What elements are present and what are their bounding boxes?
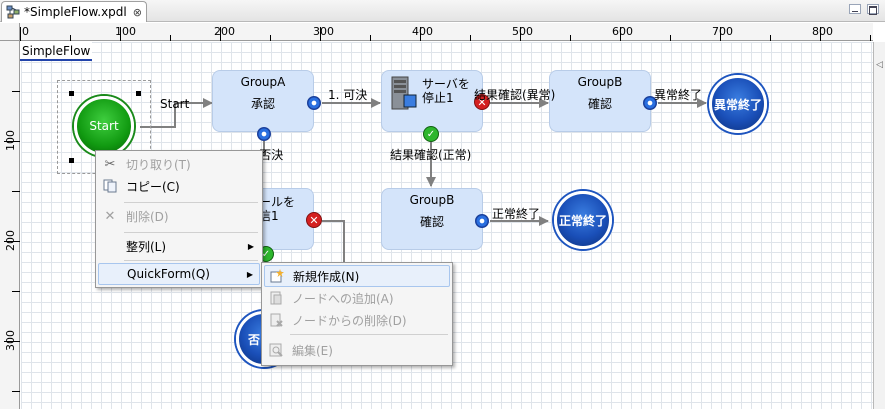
copy-icon — [102, 178, 118, 194]
menu-separator — [124, 260, 258, 261]
node-subtitle: 承認 — [250, 97, 275, 111]
context-menu: ✂ 切り取り(T) コピー(C) ✕ 削除(D) 整列(L) ▶ QuickFo… — [95, 150, 263, 288]
output-port-icon[interactable] — [307, 96, 321, 110]
menu-item-label: 新規作成(N) — [293, 269, 360, 284]
ruler-left-ticks — [4, 91, 20, 392]
delete-icon: ✕ — [104, 208, 116, 224]
submenu-item-new[interactable]: 新規作成(N) — [264, 265, 450, 287]
menu-item-quickform[interactable]: QuickForm(Q) ▶ — [98, 263, 260, 285]
end-node-label: 異常終了 — [713, 97, 762, 112]
palette-collapse-strip[interactable]: ◁ — [873, 42, 885, 409]
node-title: GroupB — [409, 193, 455, 207]
submenu-item-add-to-node[interactable]: ノードへの追加(A) — [264, 287, 450, 309]
flow-name-label[interactable]: SimpleFlow — [20, 42, 93, 61]
end-node-label: 正常終了 — [558, 213, 607, 228]
node-title: GroupB — [577, 75, 623, 89]
end-node-label: 否 — [247, 332, 260, 347]
add-form-icon — [268, 290, 284, 306]
menu-item-label: ノードからの削除(D) — [292, 313, 407, 328]
output-port-icon[interactable] — [257, 127, 271, 141]
new-form-icon — [269, 268, 285, 284]
output-port-icon[interactable] — [475, 214, 489, 228]
quickform-submenu: 新規作成(N) ノードへの追加(A) ノードからの削除(D) 編集(E) — [261, 262, 453, 366]
resize-handle[interactable] — [136, 91, 141, 96]
editor-tab-label: *SimpleFlow.xpdl — [24, 5, 127, 19]
edge-label: Start — [160, 97, 190, 111]
ruler-corner — [0, 23, 20, 41]
close-icon[interactable]: ⊗ — [132, 5, 142, 19]
menu-item-label: ノードへの追加(A) — [292, 291, 394, 306]
output-port-icon[interactable] — [643, 96, 657, 110]
node-title: サーバを 停止1 — [422, 77, 470, 105]
ruler-left-label: 300 — [4, 330, 17, 351]
edit-form-icon — [268, 342, 284, 358]
resize-handle[interactable] — [69, 91, 74, 96]
node-subtitle: 確認 — [419, 215, 444, 229]
ruler-top-label: 300 — [313, 25, 334, 38]
editor-tab-bar: *SimpleFlow.xpdl ⊗ — [0, 0, 885, 22]
abnormal-end-node[interactable]: 異常終了 — [709, 75, 767, 133]
workflow-file-icon — [6, 5, 20, 19]
submenu-arrow-icon: ▶ — [246, 269, 253, 279]
ruler-left-label: 200 — [4, 230, 17, 251]
menu-separator — [124, 202, 258, 203]
group-b-node-top[interactable]: GroupB 確認 — [549, 70, 651, 132]
start-node-label: Start — [89, 119, 119, 133]
submenu-item-remove-from-node[interactable]: ノードからの削除(D) — [264, 309, 450, 331]
ruler-top-label: 600 — [612, 25, 633, 38]
start-node[interactable]: Start — [74, 96, 134, 156]
success-port-icon[interactable]: ✓ — [423, 126, 439, 142]
ruler-top-label: 700 — [712, 25, 733, 38]
ruler-left-label: 100 — [4, 130, 17, 151]
menu-item-delete[interactable]: ✕ 削除(D) — [98, 205, 260, 227]
edge-label: 1. 可決 — [328, 88, 368, 102]
ruler-top-label: 200 — [214, 25, 235, 38]
server-icon — [391, 76, 417, 110]
submenu-arrow-icon: ▶ — [247, 241, 254, 251]
window-controls — [849, 4, 879, 14]
resize-handle[interactable] — [69, 158, 74, 163]
menu-item-align[interactable]: 整列(L) ▶ — [98, 235, 260, 257]
remove-form-icon — [268, 312, 284, 328]
node-title: ールを 信1 — [259, 195, 296, 223]
ruler-left: 100 200 300 — [0, 41, 20, 409]
node-title: GroupA — [240, 75, 286, 89]
menu-item-label: 整列(L) — [126, 239, 167, 254]
ruler-top-label: 100 — [115, 25, 136, 38]
ruler-top: 0 100 200 300 400 500 600 700 800 — [20, 23, 873, 41]
error-port-icon[interactable]: ✕ — [474, 94, 490, 110]
chevron-left-icon[interactable]: ◁ — [876, 60, 883, 70]
menu-item-label: QuickForm(Q) — [127, 267, 210, 281]
ruler-top-label: 800 — [812, 25, 833, 38]
node-subtitle: 確認 — [587, 97, 612, 111]
ruler-top-label: 500 — [512, 25, 533, 38]
group-b-node-bottom[interactable]: GroupB 確認 — [381, 188, 483, 250]
minimize-button[interactable] — [849, 4, 861, 14]
editor-tab[interactable]: *SimpleFlow.xpdl ⊗ — [1, 1, 147, 22]
edge-label: 正常終了 — [492, 207, 541, 221]
normal-end-node[interactable]: 正常終了 — [554, 191, 612, 249]
menu-item-copy[interactable]: コピー(C) — [98, 175, 260, 197]
align-icon — [102, 238, 118, 254]
menu-item-label: 削除(D) — [126, 209, 169, 224]
edge-label: 異常終了 — [654, 88, 703, 102]
error-port-icon[interactable]: ✕ — [306, 212, 322, 228]
maximize-button[interactable] — [867, 4, 879, 14]
submenu-item-edit[interactable]: 編集(E) — [264, 339, 450, 361]
ruler-top-ticks — [20, 27, 871, 41]
ruler-top-label: 400 — [412, 25, 433, 38]
menu-item-label: コピー(C) — [126, 179, 180, 194]
server-stop-node[interactable]: サーバを 停止1 — [381, 70, 483, 132]
edge-label: 結果確認(異常) — [474, 88, 556, 102]
ruler-top-label: 0 — [22, 25, 29, 38]
group-a-node[interactable]: GroupA 承認 — [212, 70, 314, 132]
menu-separator — [124, 232, 258, 233]
menu-item-cut[interactable]: ✂ 切り取り(T) — [98, 153, 260, 175]
menu-item-label: 切り取り(T) — [126, 157, 191, 172]
scissors-icon: ✂ — [104, 156, 116, 172]
menu-item-label: 編集(E) — [292, 343, 333, 358]
quickform-icon — [103, 266, 119, 282]
menu-separator — [290, 334, 448, 335]
edge-label: 結果確認(正常) — [390, 148, 472, 162]
